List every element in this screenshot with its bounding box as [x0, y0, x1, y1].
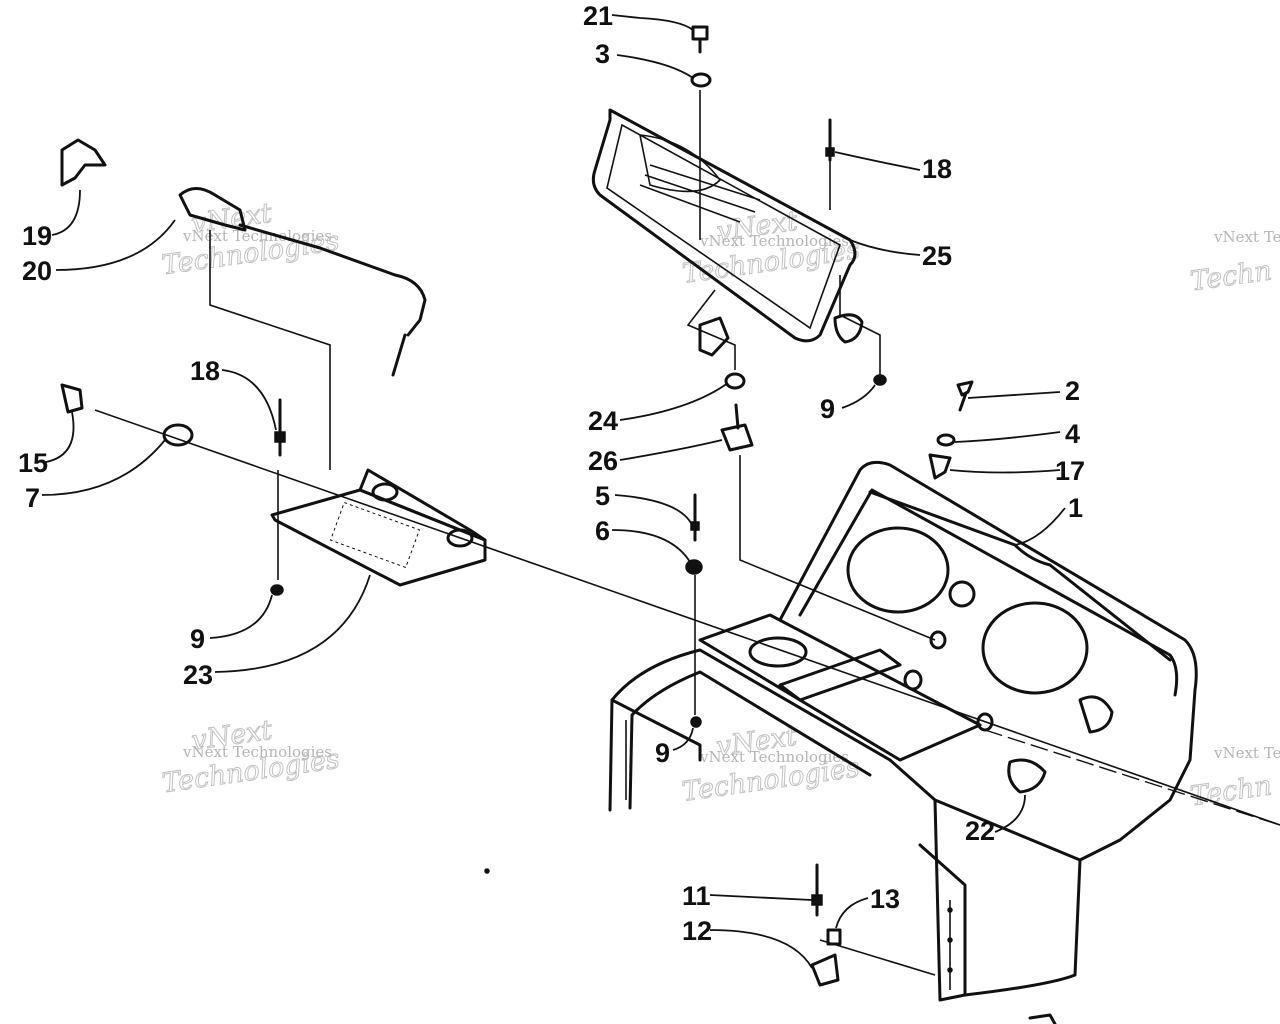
assembly-line-9 — [839, 275, 881, 375]
leader-15 — [45, 411, 75, 463]
watermark-caption: vNext Technologies — [699, 232, 849, 250]
leader-11 — [709, 894, 813, 901]
grommet-part-17 — [928, 453, 952, 480]
callout-4: 4 — [1065, 419, 1080, 449]
bracket-part-24-plate — [698, 316, 730, 357]
callout-9-center: 9 — [655, 738, 670, 768]
leader-4 — [954, 431, 1061, 443]
leader-13 — [835, 897, 869, 929]
leader-17 — [949, 469, 1061, 474]
nut-part-9-center — [690, 716, 702, 728]
callout-13: 13 — [870, 884, 900, 914]
leader-1 — [1014, 507, 1066, 546]
callout-26: 26 — [588, 446, 618, 476]
washer-part-4 — [936, 433, 956, 447]
bolt-part-5 — [690, 493, 700, 542]
callout-23: 23 — [183, 660, 213, 690]
watermark-edge: Techn — [1188, 770, 1273, 812]
bolt-partial-bottom — [1028, 1013, 1057, 1024]
bracket-part-12 — [810, 953, 840, 987]
callout-18-top: 18 — [922, 154, 952, 184]
callout-15: 15 — [18, 448, 48, 478]
leader-23 — [214, 574, 371, 673]
callout-22: 22 — [965, 816, 995, 846]
leader-3 — [616, 54, 694, 79]
bolt-part-18-left — [274, 398, 286, 457]
nameplate-part-25 — [591, 108, 857, 343]
callout-19: 19 — [22, 221, 52, 251]
callout-7: 7 — [25, 483, 40, 513]
leader-18-top — [834, 151, 921, 171]
leader-25 — [849, 239, 921, 256]
callout-20: 20 — [22, 256, 52, 286]
washer-part-3 — [690, 72, 712, 88]
callout-6: 6 — [595, 516, 610, 546]
leader-21 — [611, 14, 694, 31]
leader-2 — [967, 391, 1061, 399]
nut-part-9-right — [873, 374, 887, 386]
nut-part-24 — [724, 372, 746, 390]
speck — [484, 868, 490, 874]
watermark-edge-caption: vNext Te — [1213, 228, 1280, 246]
leader-9-right — [841, 384, 876, 409]
leader-24 — [619, 382, 729, 421]
callout-17: 17 — [1055, 456, 1085, 486]
callout-9-right: 9 — [820, 394, 835, 424]
watermark-edge: Techn — [1188, 255, 1273, 297]
callout-9-left: 9 — [190, 624, 205, 654]
leader-20 — [55, 219, 176, 271]
leader-7 — [41, 439, 166, 496]
switch-part-7 — [162, 423, 194, 447]
bolt-part-18-top — [825, 118, 835, 162]
assembly-line-12 — [819, 939, 936, 976]
leader-19 — [51, 189, 81, 236]
leader-12 — [709, 929, 813, 969]
callout-25: 25 — [922, 241, 952, 271]
assembly-line-25 — [686, 289, 736, 370]
assembly-line-cable — [209, 230, 331, 470]
nut-part-9-left — [270, 584, 284, 596]
leader-18-left — [221, 369, 277, 431]
callout-5: 5 — [595, 481, 610, 511]
bolt-part-11 — [811, 863, 823, 917]
leader-9-left — [209, 594, 273, 639]
watermark-edge-caption: vNext Te — [1213, 744, 1280, 762]
clip-part-13 — [826, 928, 842, 946]
callout-24: 24 — [588, 406, 618, 436]
switch-plate-part-23 — [270, 468, 487, 587]
toggle-switch-part-26 — [720, 403, 754, 452]
leader-5 — [614, 494, 693, 526]
callout-11: 11 — [682, 881, 711, 911]
knob-part-15 — [60, 383, 84, 414]
leader-6 — [611, 529, 691, 563]
leader-22 — [994, 794, 1026, 833]
callout-1: 1 — [1068, 493, 1083, 523]
bracket-part-9-plate — [833, 313, 864, 344]
callout-12: 12 — [682, 916, 712, 946]
callout-18-left: 18 — [190, 356, 220, 386]
callout-2: 2 — [1065, 376, 1080, 406]
bolt-part-2 — [956, 380, 974, 412]
assembly-axis-dashed — [984, 729, 1280, 826]
throttle-cable-part-20 — [178, 187, 427, 377]
lever-part-19 — [60, 138, 107, 187]
assembly-axis-line — [94, 409, 1280, 826]
callout-21: 21 — [583, 1, 613, 31]
nut-part-6 — [685, 559, 703, 575]
callout-3: 3 — [595, 39, 610, 69]
watermark-caption: vNext Technologies — [699, 748, 849, 766]
leader-9-center — [672, 727, 694, 751]
leader-26 — [619, 439, 723, 461]
watermark-caption: vNext Technologies — [182, 743, 332, 761]
assembly-line-26 — [739, 455, 936, 641]
bolt-part-21 — [691, 25, 709, 54]
